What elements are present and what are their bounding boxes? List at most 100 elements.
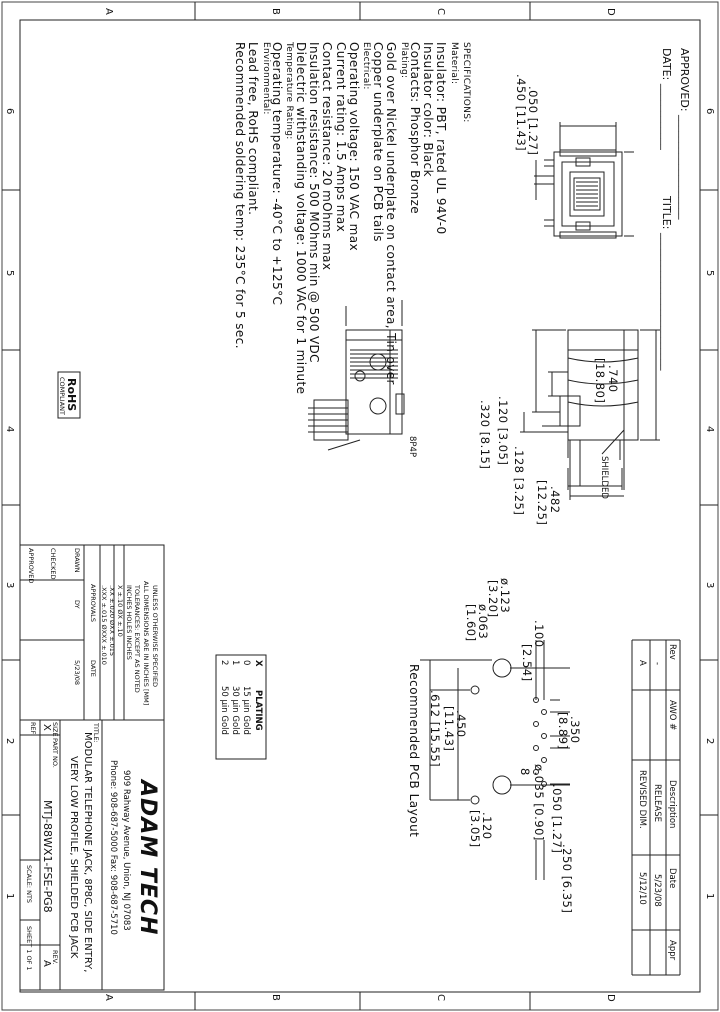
title-line-1: MODULAR TELEPHONE JACK, 8P8C, SIDE ENTRY… (82, 732, 93, 973)
plating-row2-value: 50 µin Gold (219, 686, 229, 735)
spec-line: Insulator color: Black (421, 42, 436, 177)
rev-row2-rev: A (637, 660, 647, 666)
rev-row1-description: RELEASE (652, 784, 662, 822)
pcb-dim-123: ø.123 (498, 578, 512, 614)
rev-value: A (41, 960, 52, 967)
part-no-label: PART NO. (51, 738, 59, 768)
spec-line: Gold over Nickel underplate on contact a… (384, 42, 399, 385)
sheet-label: SHEET 1 OF 1 (25, 926, 33, 971)
rev-row2-date: 5/12/10 (637, 872, 647, 905)
front-dim-050: .050 [1.27] (526, 86, 540, 156)
pcb-dim-063: ø.063 (476, 604, 490, 640)
spec-line: Current rating: 1.5 Amps max (333, 42, 348, 233)
rev-header-awo: AWO # (667, 700, 677, 731)
scale-label: SCALE: NTS (25, 865, 33, 904)
rev-header-rev: Rev (667, 644, 677, 660)
tolerance-line-7: .XXX ±.015 ØXXX ±.010 (100, 585, 108, 665)
pcb-dim-450: .450 (454, 710, 468, 738)
pcb-dim-350: .350 (568, 716, 582, 744)
pcb-layout-title: Recommended PCB Layout (407, 664, 421, 838)
spec-line: Temperature Rating: (284, 42, 295, 140)
tolerance-line-2: ALL DIMENSIONS ARE IN INCHES [MM] (142, 581, 150, 706)
size-label: SIZE (51, 722, 59, 737)
plating-row1-x: 1 (230, 660, 240, 666)
spec-line: Contacts: Phosphor Bronze (407, 42, 422, 215)
title-line-2: VERY LOW PROFILE, SHIELDED PCB JACK (68, 756, 79, 959)
spec-line: Insulator: PBT, rated UL 94V-0 (434, 42, 449, 235)
specifications-heading: SPECIFICATIONS: (461, 42, 471, 123)
spec-line: Contact resistance: 20 mOhms max (320, 42, 335, 271)
title-line: TITLE: _________________________ (660, 196, 673, 371)
side-dim-128: .128 [3.25] (512, 446, 526, 516)
plating-header-x: X (253, 660, 263, 667)
tolerance-line-4: INCHES HOLES INCHES (125, 585, 133, 660)
plating-row0-x: 0 (241, 660, 251, 666)
approved-line: APPROVED: ___________________ (678, 48, 691, 220)
pcb-dim-063-mm: [1.60] (464, 604, 478, 642)
pcb-dim-120: .120 (480, 812, 494, 840)
rev-row1-rev: - (652, 662, 662, 666)
plating-row2-x: 2 (219, 660, 229, 666)
spec-line: Copper underplate on PCB tails (370, 42, 385, 242)
rev-label: REV. (51, 950, 59, 965)
rev-row2-description: REVISED DIM. (637, 770, 647, 829)
8p4p-label: 8P4P (407, 436, 417, 458)
title-label: TITLE: (92, 723, 100, 743)
pcb-dim-350-mm: [8.89] (556, 712, 570, 750)
pcb-pin-8-label: 8 (518, 768, 532, 776)
checked-label: CHECKED (49, 548, 57, 580)
pcb-dim-450-mm: [11.43] (442, 706, 456, 752)
side-dim-740-mm: [18.80] (593, 358, 607, 404)
side-dim-740: .740 (606, 365, 620, 393)
plating-row0-value: 15 µin Gold (241, 686, 251, 735)
pcb-dim-100-mm: [2.54] (520, 644, 534, 682)
pcb-dim-612: .612 [15.55] (428, 690, 442, 768)
pcb-dim-035: ø.035 [0.90] (532, 764, 546, 841)
rev-header-appr: Appr (667, 940, 677, 961)
spec-line: Operating voltage: 150 VAC max (347, 42, 361, 251)
part-number: MTJ-88WX1-FSE-PG8 (41, 800, 54, 913)
drawn-label: DRAWN (73, 548, 81, 573)
approved-label: APPROVED (27, 548, 35, 584)
rohs-logo-text: RoHS (65, 378, 78, 412)
size-value: X (41, 724, 52, 731)
spec-line: Recommended soldering temp: 235°C for 5 … (232, 42, 247, 349)
company-name: ADAM TECH (135, 780, 160, 936)
spec-line: Operating temperature: -40°C to +125°C (270, 42, 284, 306)
approvals-date-label: DATE (89, 660, 97, 677)
ref-label: REF: (29, 722, 37, 737)
plating-row1-value: 30 µin Gold (230, 686, 240, 735)
spec-line: Dielectric withstanding voltage: 1000 VA… (293, 42, 308, 395)
side-dim-320: .320 [8.15] (478, 400, 492, 470)
spec-line: Lead free, RoHS compliant. (246, 42, 261, 216)
side-dim-482: .482 (548, 486, 562, 514)
tolerance-line-3: TOLERANCES: EXCEPT AS NOTED (133, 585, 141, 693)
tolerance-line-5: X ±.10 ØX ±.10 (116, 585, 124, 637)
spec-line: Environmental: (260, 42, 271, 115)
company-phone: Phone: 908-687-5000 Fax: 908-687-5710 (108, 760, 118, 935)
spec-line: Insulation resistance: 500 MOhms min @ 5… (307, 42, 322, 363)
plating-header-plating: PLATING (253, 690, 263, 731)
drawn-date: 5/23/08 (73, 660, 81, 686)
rev-header-date: Date (667, 868, 677, 889)
tolerance-line-6: .XX ±.020 ØXX ±.015 (108, 585, 116, 657)
company-address: 909 Rahway Avenue, Union, NJ 07083 (121, 770, 131, 931)
tolerance-line-1: UNLESS OTHERWISE SPECIFIED (151, 585, 159, 688)
rohs-compliant-text: COMPLIANT (58, 377, 66, 416)
front-dim-450: .450 [11.43] (514, 74, 528, 152)
rev-header-description: Description (667, 780, 677, 829)
spec-line: Plating: (398, 42, 409, 79)
approvals-label: APPROVALS (89, 584, 97, 623)
shielded-label: SHIELDED (599, 456, 609, 499)
spec-line: Electrical: (361, 42, 372, 90)
date-line: DATE: ____________ (660, 48, 673, 150)
pcb-dim-100: .100 (532, 620, 546, 648)
pcb-dim-250: .250 [6.35] (560, 844, 574, 914)
spec-line: Material: (449, 42, 459, 85)
side-dim-120: .120 [3.05] (496, 396, 510, 466)
rev-row1-date: 5/23/08 (652, 874, 662, 907)
pcb-dim-050: .050 [1.27] (550, 784, 564, 854)
